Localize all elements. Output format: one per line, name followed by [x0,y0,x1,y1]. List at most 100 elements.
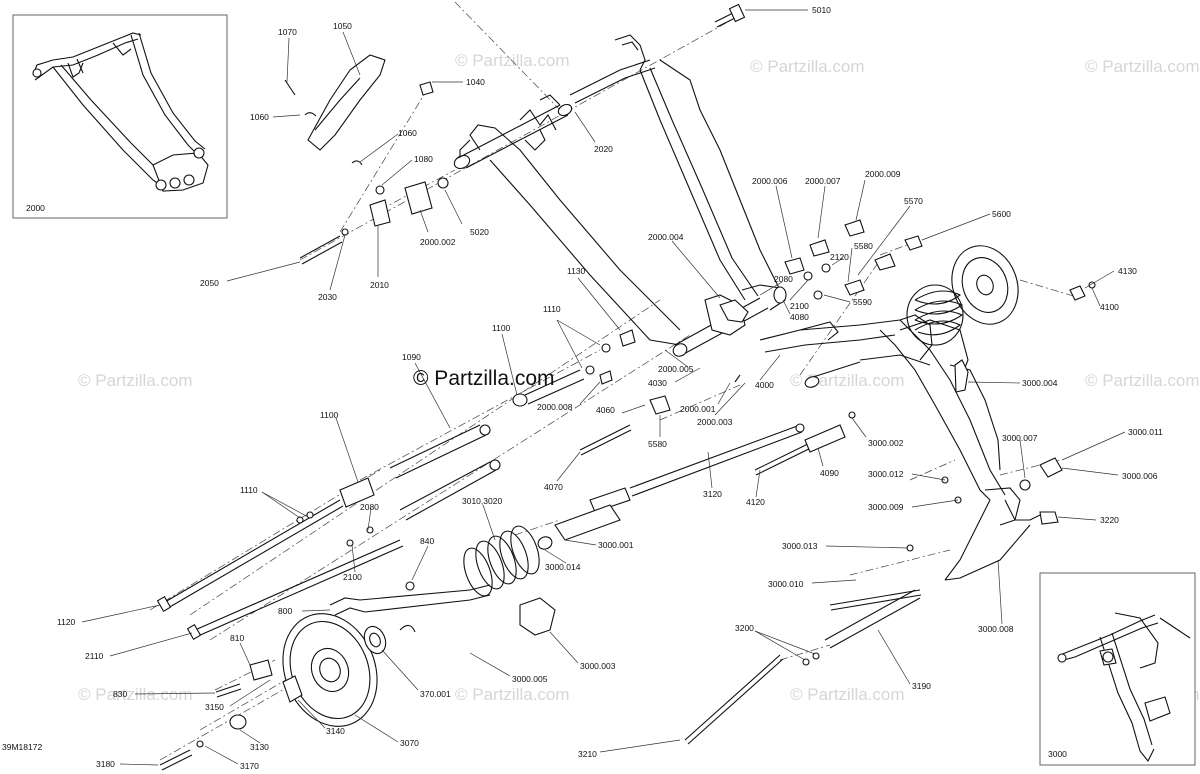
watermark: © Partzilla.com [78,371,193,390]
callout-label: 3000.012 [868,469,904,479]
callout-label: 3000.006 [1122,471,1158,481]
callout-label: 3170 [240,761,259,771]
callout-label: 2000.006 [752,176,788,186]
idler-wheel-5600 [951,245,1019,325]
callout-label: 1040 [466,77,485,87]
shaft-3120 [589,423,805,513]
callout-label: 4100 [1100,302,1119,312]
leader-lines [81,9,1126,766]
main-drawing [156,3,1096,771]
callout-label: 3000.010 [768,579,804,589]
front-arm-2000 [453,34,787,357]
callout-label: 1060 [250,112,269,122]
callout-label: 1050 [333,21,352,31]
watermark: © Partzilla.com [1085,57,1200,76]
callout-label: 3010,3020 [462,496,502,506]
callout-label: 5600 [992,209,1011,219]
callout-label: 3200 [735,623,754,633]
callout-label: 4000 [755,380,774,390]
callout-label: 2000.007 [805,176,841,186]
lever-800 [329,584,556,636]
callout-label: 1100 [320,410,339,420]
callout-label: 2000.003 [697,417,733,427]
callout-label: 2020 [594,144,613,154]
bolt-5010 [714,3,746,28]
callout-label: 2000.008 [537,402,573,412]
callout-label: 2080 [774,274,793,284]
watermark: © Partzilla.com [1085,371,1200,390]
callout-label: 2010 [370,280,389,290]
callout-label: 3000.002 [868,438,904,448]
callout-label: 3150 [205,702,224,712]
callout-label: 1060 [398,128,417,138]
callout-label: 3180 [96,759,115,769]
callout-label: 2000.001 [680,404,716,414]
callout-label: 2120 [830,252,849,262]
callout-label: 810 [230,633,244,643]
callout-label: 4080 [790,312,809,322]
callout-label: 2110 [85,651,104,661]
callout-label: 1100 [492,323,511,333]
callout-label: 5010 [812,5,831,15]
inset-3000: 3000 [1039,572,1196,766]
callout-label: 5590 [853,297,872,307]
inset-2000-label: 2000 [26,203,45,213]
callout-label: 800 [278,606,292,616]
callout-label: 5580 [648,439,667,449]
watermark: © Partzilla.com [790,685,905,704]
callout-label: 3130 [250,742,269,752]
small-hardware [159,54,1096,771]
tube-3000-001 [537,504,621,550]
callout-label: 3070 [400,738,419,748]
watermark: © Partzilla.com [455,685,570,704]
callout-label: 1110 [240,485,258,495]
callout-label: 3000.007 [1002,433,1038,443]
callout-label: 3000.009 [868,502,904,512]
watermark-main: © Partzilla.com [413,367,555,390]
callout-label: 3000.011 [1128,427,1163,437]
callout-label: 1130 [567,266,586,276]
callout-label: 2080 [360,502,379,512]
callout-label: 3000.004 [1022,378,1058,388]
callout-label: 3000.001 [598,540,634,550]
callout-label: 5570 [904,196,923,206]
callout-labels: 5010 1070 1050 1040 1060 1060 1080 2020 … [57,5,1163,771]
callout-label: 3190 [912,681,931,691]
callout-label: 2000.009 [865,169,901,179]
rods-1090-1100 [339,365,595,521]
callout-label: 2000.005 [658,364,694,374]
spring-3010-3020 [463,525,540,597]
callout-label: 5020 [470,227,489,237]
callout-label: 830 [113,689,127,699]
callout-label: 370.001 [420,689,451,699]
callout-label: 3210 [578,749,597,759]
callout-label: 2100 [790,301,809,311]
callout-label: 3000.013 [782,541,818,551]
callout-label: 2000.002 [420,237,456,247]
wheel-3070 [282,613,387,727]
long-bolts [156,499,404,640]
callout-label: 4090 [820,468,839,478]
callout-label: 1070 [278,27,297,37]
callout-label: 2030 [318,292,337,302]
callout-label: 4130 [1118,266,1137,276]
callout-label: 3000.008 [978,624,1014,634]
callout-label: 1110 [543,304,561,314]
inset-2000: 2000 [12,14,228,219]
callout-label: 1090 [402,352,421,362]
callout-label: 4070 [544,482,563,492]
callout-label: 3120 [703,489,722,499]
callout-label: 1080 [414,154,433,164]
callout-label: 4120 [746,497,765,507]
callout-label: 4060 [596,405,615,415]
callout-label: 1120 [57,617,76,627]
callout-label: 3000.003 [580,661,616,671]
callout-label: 3000.014 [545,562,581,572]
rear-arm-3000 [759,314,1059,581]
callout-label: 3000.005 [512,674,548,684]
callout-label: 3220 [1100,515,1119,525]
callout-label: 2100 [343,572,362,582]
callout-label: 840 [420,536,434,546]
upper-spring [906,284,964,346]
